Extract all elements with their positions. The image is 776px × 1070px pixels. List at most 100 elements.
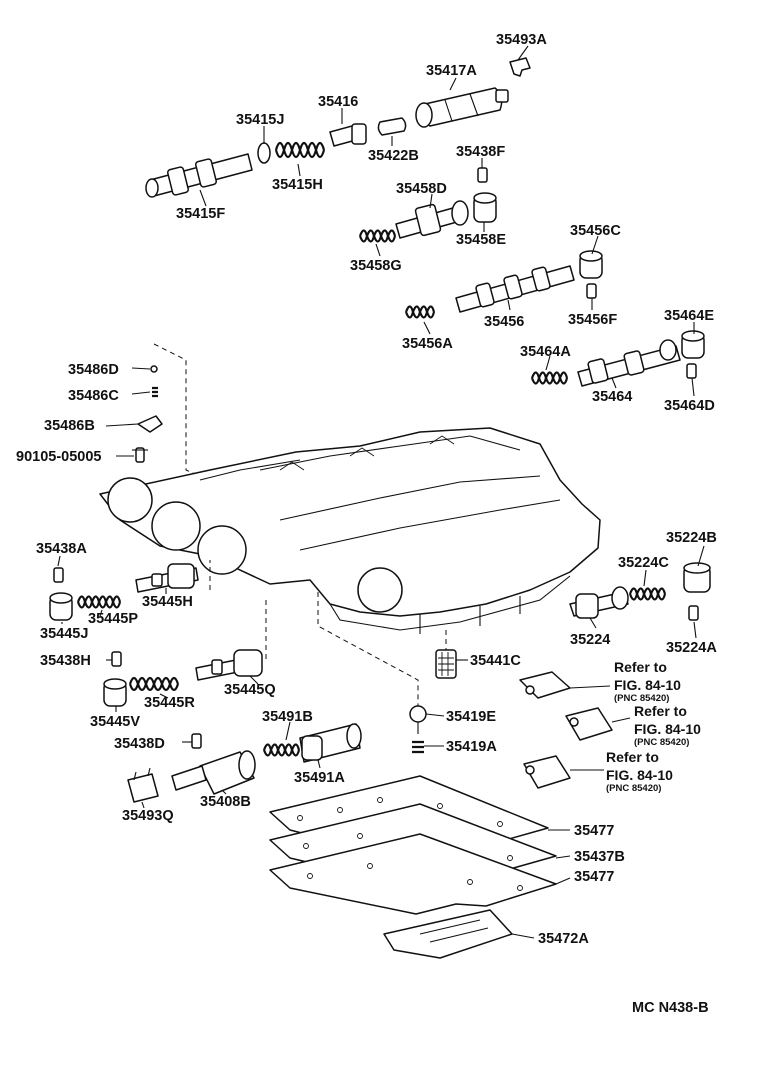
spring-35419a-part (412, 740, 424, 754)
label-35472a: 35472A (538, 931, 589, 947)
spring-35456a-part (404, 305, 436, 319)
reference-1-line1: Refer to (614, 659, 667, 675)
reference-1-line2: FIG. 84-10 (614, 677, 681, 693)
plug-35224a-part (688, 605, 699, 621)
ball-35486d-part (150, 365, 158, 373)
cover-35472a-part (383, 909, 513, 959)
reference-2-line2: FIG. 84-10 (634, 721, 701, 737)
valve-35491a-part (299, 723, 362, 763)
reference-1-pnc: (PNC 85420) (614, 693, 669, 704)
spring-35464a-part (530, 371, 569, 385)
label-35437b: 35437B (574, 849, 625, 865)
label-35491b: 35491B (262, 709, 313, 725)
plug-35456f-part (586, 283, 597, 299)
retainer-35486b-part (137, 415, 163, 433)
label-35456: 35456 (484, 314, 524, 330)
bolt-90105-part (132, 447, 148, 463)
spring-35415h-part (274, 141, 326, 159)
reference-callout-3: Refer to FIG. 84-10 (PNC 85420) (606, 749, 673, 794)
label-35486d: 35486D (68, 362, 119, 378)
solenoid-35408b-part (171, 750, 256, 795)
label-35477-lower: 35477 (574, 869, 614, 885)
valve-body-casting (99, 427, 601, 634)
label-35417a: 35417A (426, 63, 477, 79)
label-35493a: 35493A (496, 32, 547, 48)
spring-35224c-part (628, 587, 667, 601)
label-35464d: 35464D (664, 398, 715, 414)
label-35438d: 35438D (114, 736, 165, 752)
plug-35458e-part (473, 192, 497, 223)
label-35486c: 35486C (68, 388, 119, 404)
label-35422b: 35422B (368, 148, 419, 164)
label-35458e: 35458E (456, 232, 506, 248)
solenoid-ref-3-part (523, 755, 604, 789)
diagram-code: MC N438-B (632, 1000, 709, 1016)
label-35464: 35464 (592, 389, 632, 405)
label-35438f: 35438F (456, 144, 505, 160)
label-35456a: 35456A (402, 336, 453, 352)
label-35224b: 35224B (666, 530, 717, 546)
label-35445j: 35445J (40, 626, 88, 642)
label-35464a: 35464A (520, 344, 571, 360)
label-35445h: 35445H (142, 594, 193, 610)
reference-2-line1: Refer to (634, 703, 687, 719)
label-35445r: 35445R (144, 695, 195, 711)
part-labels: 35493A 35417A 35416 35415J 35422B 35438F… (16, 32, 717, 947)
valve-35445q-part (195, 649, 263, 681)
plug-35445j-part (49, 592, 73, 621)
label-35445p: 35445P (88, 611, 138, 627)
reference-callout-1: Refer to FIG. 84-10 (PNC 85420) (614, 659, 681, 704)
plug-35464e-part (681, 330, 705, 359)
valve-35415f-part (145, 153, 253, 198)
label-35445v: 35445V (90, 714, 140, 730)
label-leaders (57, 45, 705, 939)
spring-35491b-part (262, 743, 301, 757)
label-35415h: 35415H (272, 177, 323, 193)
plug-35438d-part (191, 733, 202, 749)
solenoid-35417a-part (415, 87, 509, 128)
plug-35438h-part (111, 651, 122, 667)
label-35441c: 35441C (470, 653, 521, 669)
label-35415j: 35415J (236, 112, 284, 128)
label-35419e: 35419E (446, 709, 496, 725)
leader-35491a-line (317, 592, 419, 706)
label-35438h: 35438H (40, 653, 91, 669)
label-35464e: 35464E (664, 308, 714, 324)
valve-35224-part (569, 586, 629, 619)
plug-35464d-part (686, 363, 697, 379)
solenoid-ref-1-part (519, 671, 611, 699)
filter-35441c-part (435, 649, 457, 679)
reference-3-line1: Refer to (606, 749, 659, 765)
solenoid-ref-2-part (565, 707, 631, 741)
label-35415f: 35415F (176, 206, 225, 222)
label-35224a: 35224A (666, 640, 717, 656)
label-35458d: 35458D (396, 181, 447, 197)
reference-3-line2: FIG. 84-10 (606, 767, 673, 783)
label-90105-05005: 90105-05005 (16, 449, 101, 465)
label-35419a: 35419A (446, 739, 497, 755)
valve-35445h-part (135, 563, 199, 593)
plug-35224b-part (683, 562, 711, 593)
label-35477-upper: 35477 (574, 823, 614, 839)
label-35416: 35416 (318, 94, 358, 110)
washer-35415j-part (257, 142, 271, 164)
spring-35445p-part (76, 595, 122, 609)
valve-35464-part (577, 339, 681, 387)
spring-35486c-part (152, 386, 158, 398)
valve-35456-part (455, 265, 575, 313)
ball-35419e-part (409, 705, 427, 734)
label-35486b: 35486B (44, 418, 95, 434)
leader-35486-line (153, 343, 233, 491)
label-35456c: 35456C (570, 223, 621, 239)
gasket-35477-lower-part (269, 833, 557, 915)
clip-35493q-part (127, 767, 159, 803)
plug-35438a-part (53, 567, 64, 583)
label-35445q: 35445Q (224, 682, 276, 698)
label-35408b: 35408B (200, 794, 251, 810)
label-35438a: 35438A (36, 541, 87, 557)
label-35493q: 35493Q (122, 808, 174, 824)
clip-35493a-part (509, 57, 531, 77)
plug-35445v-part (103, 678, 127, 707)
